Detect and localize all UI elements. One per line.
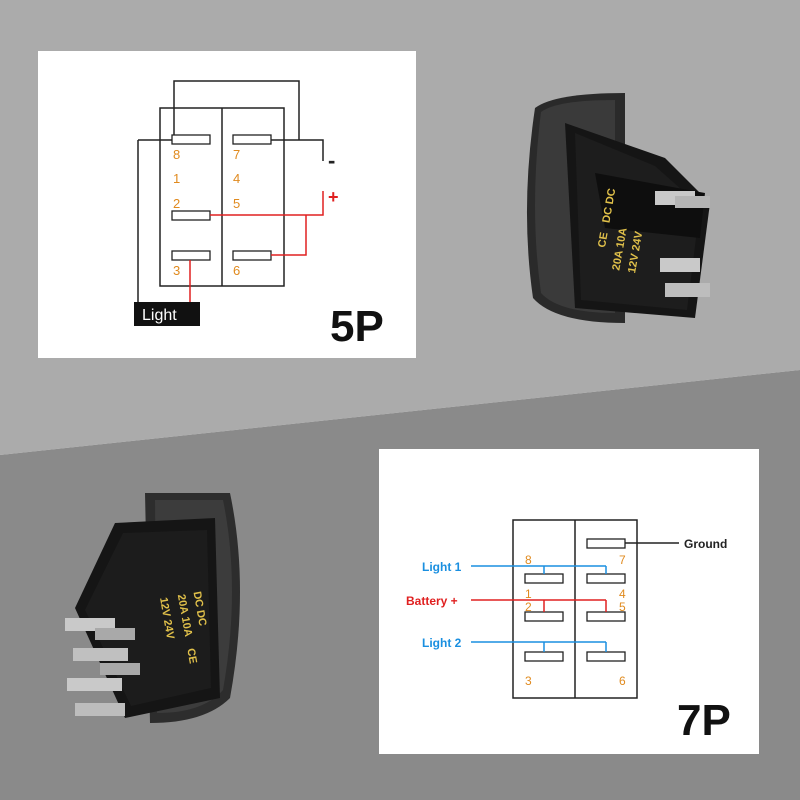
battery-label: Battery +: [406, 594, 458, 608]
pin-label: 6: [619, 674, 626, 688]
pin-label: 2: [173, 196, 180, 211]
pin-terminal: [586, 538, 626, 549]
ce-mark: CE: [184, 647, 198, 664]
pin-terminal: [171, 210, 211, 221]
pin-label: 6: [233, 263, 240, 278]
terminal-pin: [75, 703, 125, 716]
pin-label: 7: [619, 553, 626, 567]
pin-label: 1: [525, 587, 532, 601]
pin-terminal: [586, 651, 626, 662]
pin-terminal: [524, 651, 564, 662]
rocker-switch-photo-bottom: 12V 24V 20A 10A DC DC CE: [65, 493, 240, 723]
diagram-5p-panel: 8 7 1 4 2 5 3 6 - + Light: [38, 51, 416, 358]
light-label: Light: [142, 307, 177, 324]
terminal-pin: [95, 628, 135, 640]
rating-text: DC DC: [191, 591, 209, 627]
rating-text: DC DC: [600, 187, 618, 223]
pin-label: 4: [619, 587, 626, 601]
pin-label: 5: [233, 196, 240, 211]
light1-label: Light 1: [422, 560, 462, 574]
pin-terminal: [171, 134, 211, 145]
light-label-box: [134, 302, 200, 326]
pin-label: 7: [233, 147, 240, 162]
terminal-pin: [73, 648, 128, 661]
pin-terminal: [232, 250, 272, 261]
pin-label: 1: [173, 171, 180, 186]
pin-label: 3: [173, 263, 180, 278]
terminal-pin: [660, 258, 700, 272]
pin-label: 8: [173, 147, 180, 162]
terminal-pin: [665, 283, 710, 297]
pin-terminal: [524, 573, 564, 584]
wiring-diagram-7p: Ground Light 1 Battery + Light 2 8 7 1 4…: [406, 519, 727, 699]
ce-mark: CE: [596, 231, 610, 248]
pin-label: 3: [525, 674, 532, 688]
pin-terminal: [171, 250, 211, 261]
pin-label: 2: [525, 600, 532, 614]
light2-label: Light 2: [422, 636, 462, 650]
ground-label: Ground: [684, 537, 727, 551]
pin-label: 5: [619, 600, 626, 614]
terminal-pin: [675, 196, 710, 208]
minus-sign: -: [328, 148, 335, 173]
diagram-7p-title: 7P: [677, 696, 731, 745]
pin-label: 8: [525, 553, 532, 567]
pin-label: 4: [233, 171, 240, 186]
diagram-5p-title: 5P: [330, 302, 384, 351]
terminal-pin: [67, 678, 122, 691]
terminal-pin: [65, 618, 115, 631]
wiring-diagram-5p: 8 7 1 4 2 5 3 6 - + Light: [134, 80, 339, 326]
pin-terminal: [232, 134, 272, 145]
rocker-switch-photo-top: CE DC DC 20A 10A 12V 24V: [526, 93, 710, 323]
terminal-pin: [100, 663, 140, 675]
pin-terminal: [586, 573, 626, 584]
diagram-7p-panel: Ground Light 1 Battery + Light 2 8 7 1 4…: [379, 449, 759, 754]
plus-sign: +: [328, 187, 339, 207]
